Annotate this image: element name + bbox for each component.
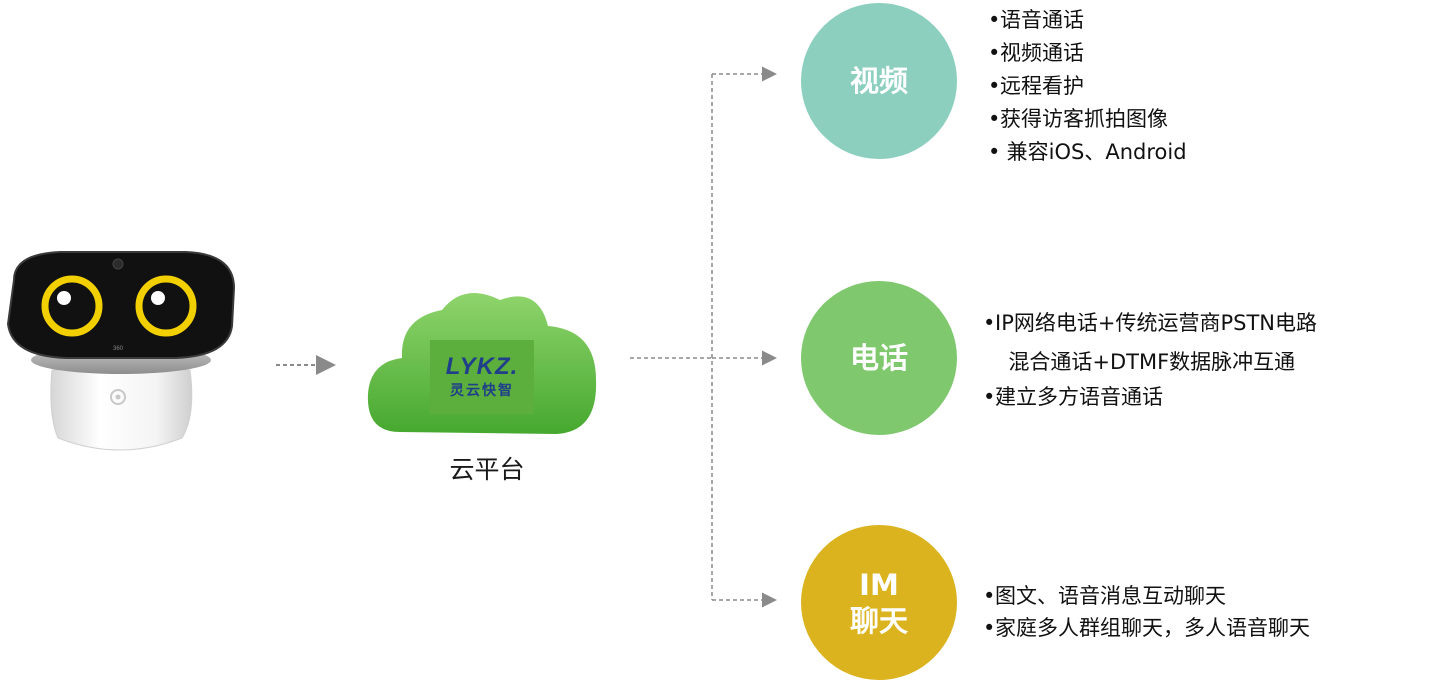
list-item: •语音通话 xyxy=(988,8,1084,32)
phone-node: 电话 xyxy=(801,281,957,435)
robot-image: 360 xyxy=(6,251,236,451)
list-item: •远程看护 xyxy=(988,74,1084,98)
phone-node-label: 电话 xyxy=(849,341,908,375)
im-node-label-line2: 聊天 xyxy=(849,603,908,638)
im-node: IM 聊天 xyxy=(801,525,957,680)
phone-feature-list: •IP网络电话+传统运营商PSTN电路 混合通话+DTMF数据脉冲互通 •建立多… xyxy=(983,304,1317,417)
robot-right-eye xyxy=(135,275,197,337)
list-item: 混合通话+DTMF数据脉冲互通 xyxy=(995,350,1296,374)
list-item: •IP网络电话+传统运营商PSTN电路 xyxy=(983,311,1317,335)
list-item: •获得访客抓拍图像 xyxy=(988,107,1168,131)
robot-brand-mark: 360 xyxy=(113,346,124,352)
robot-left-eye xyxy=(41,275,103,337)
list-item: •视频通话 xyxy=(988,41,1084,65)
list-item: •图文、语音消息互动聊天 xyxy=(983,584,1226,608)
im-feature-list: •图文、语音消息互动聊天 •家庭多人群组聊天，多人语音聊天 xyxy=(983,580,1310,644)
video-node-label: 视频 xyxy=(849,64,908,98)
cloud-platform-caption: 云平台 xyxy=(449,455,525,484)
logo-mark: LYKZ. xyxy=(445,353,519,380)
list-item: •建立多方语音通话 xyxy=(983,385,1163,409)
video-node: 视频 xyxy=(801,3,957,159)
cloud-logo: LYKZ. 灵云快智 xyxy=(430,340,534,414)
im-node-label-line1: IM xyxy=(859,567,899,602)
video-feature-list: •语音通话 •视频通话 •远程看护 •获得访客抓拍图像 • 兼容iOS、Andr… xyxy=(988,4,1187,169)
logo-name: 灵云快智 xyxy=(450,383,514,399)
list-item: • 兼容iOS、Android xyxy=(988,140,1187,164)
list-item: •家庭多人群组聊天，多人语音聊天 xyxy=(983,616,1310,640)
